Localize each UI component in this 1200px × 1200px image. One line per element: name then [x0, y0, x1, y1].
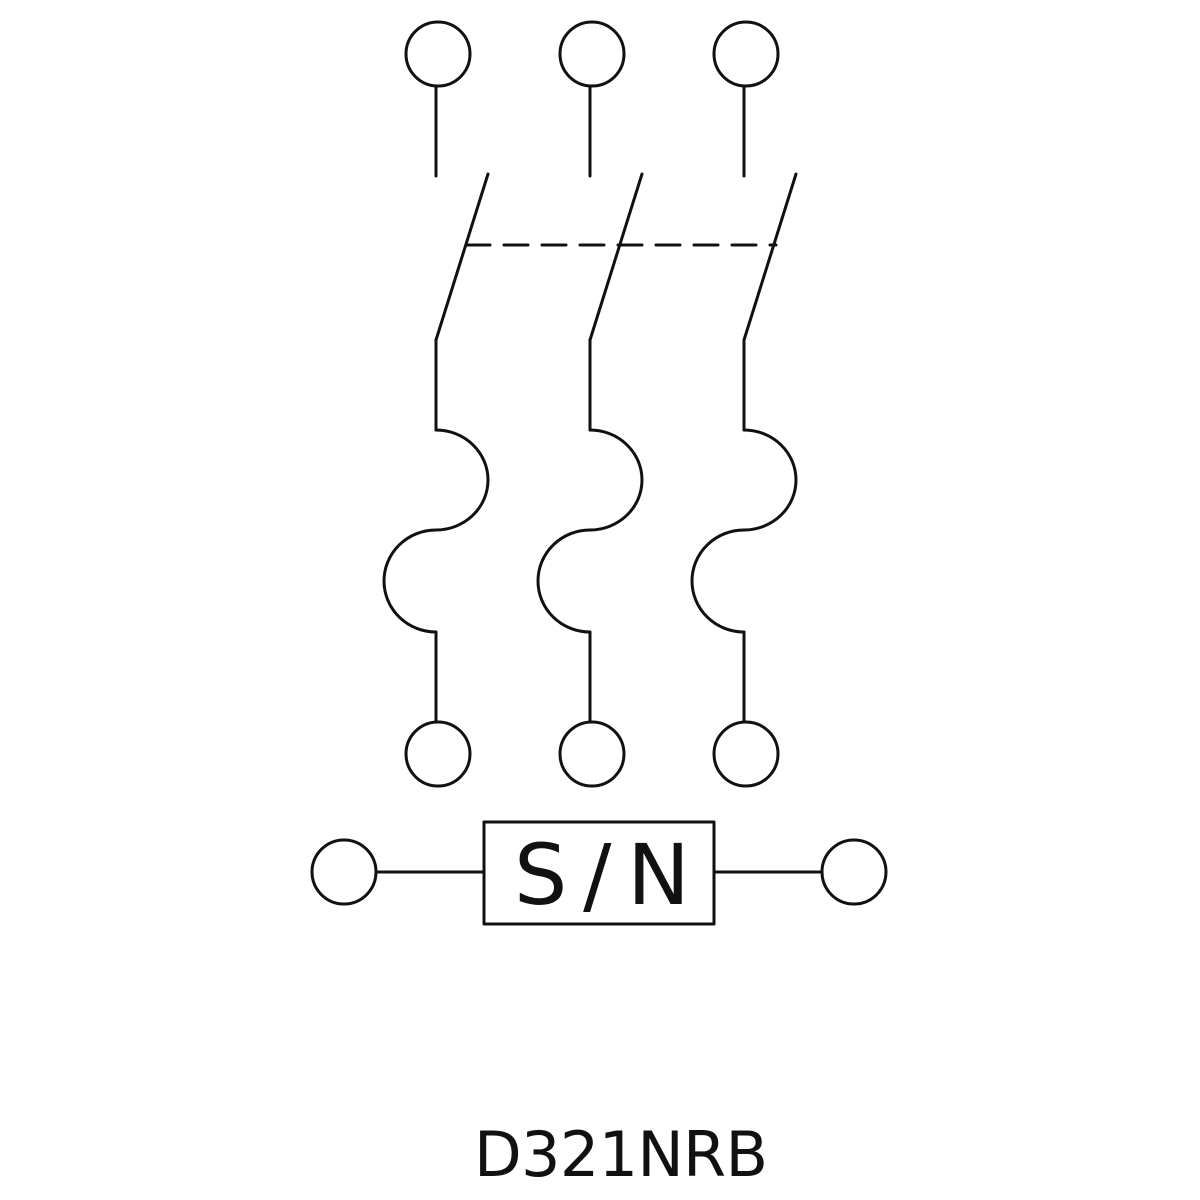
thermal-magnetic-trip-element: [536, 428, 644, 634]
switch-blade: [742, 172, 798, 342]
bottom-terminal: [712, 720, 780, 788]
thermal-magnetic-trip-element: [690, 428, 798, 634]
shunt-left-terminal: [310, 838, 378, 906]
pole-3: [690, 20, 798, 788]
bottom-terminal: [558, 720, 626, 788]
switch-blade: [434, 172, 490, 342]
shunt-right-terminal: [820, 838, 888, 906]
top-terminal: [404, 20, 472, 88]
shunt-trip-unit: S/N: [310, 820, 888, 926]
bottom-terminal: [404, 720, 472, 788]
pole-1: [382, 20, 490, 788]
model-label: D321NRB: [474, 1118, 768, 1191]
shunt-box-label: S/N: [514, 826, 690, 924]
thermal-magnetic-trip-element: [382, 428, 490, 634]
top-terminal: [712, 20, 780, 88]
top-terminal: [558, 20, 626, 88]
breaker-poles: [382, 20, 798, 788]
switch-blade: [588, 172, 644, 342]
pole-2: [536, 20, 644, 788]
